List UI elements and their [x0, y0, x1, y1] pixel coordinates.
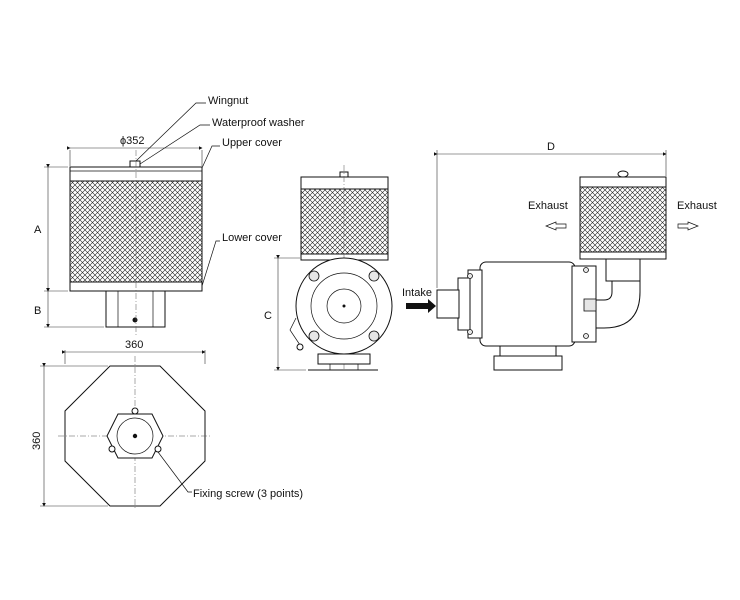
fixing-screw-label: Fixing screw (3 points) [193, 488, 303, 500]
exhaust-right-label: Exhaust [677, 200, 717, 212]
upper-cover-label: Upper cover [222, 137, 282, 149]
fixing-screw-2 [108, 445, 116, 453]
wingnut-label: Wingnut [208, 95, 248, 107]
exhaust-left-label: Exhaust [528, 200, 568, 212]
lower-cover-label: Lower cover [222, 232, 282, 244]
intake-label: Intake [402, 287, 432, 299]
width-360-label: 360 [125, 339, 143, 351]
wingnut [129, 160, 141, 168]
fixing-screw-3 [154, 445, 162, 453]
fixing-screw-1 [131, 407, 139, 415]
front-view: ϕ352 A B Wingnut Waterproof washer Upper… [34, 95, 305, 335]
dim-b-label: B [34, 305, 41, 317]
diameter-label: ϕ352 [120, 135, 145, 147]
top-view: 360 360 Fixing screw (3 points) [31, 339, 303, 510]
right-view: Intake Exhaust Exhaust D [402, 141, 717, 371]
side-view: C [264, 165, 393, 371]
waterproof-washer-label: Waterproof washer [212, 117, 305, 129]
dim-c-label: C [264, 310, 272, 322]
height-360-label: 360 [31, 432, 43, 450]
dim-d-label: D [547, 141, 555, 153]
dim-a-label: A [34, 224, 42, 236]
motor-housing-side [479, 261, 576, 347]
